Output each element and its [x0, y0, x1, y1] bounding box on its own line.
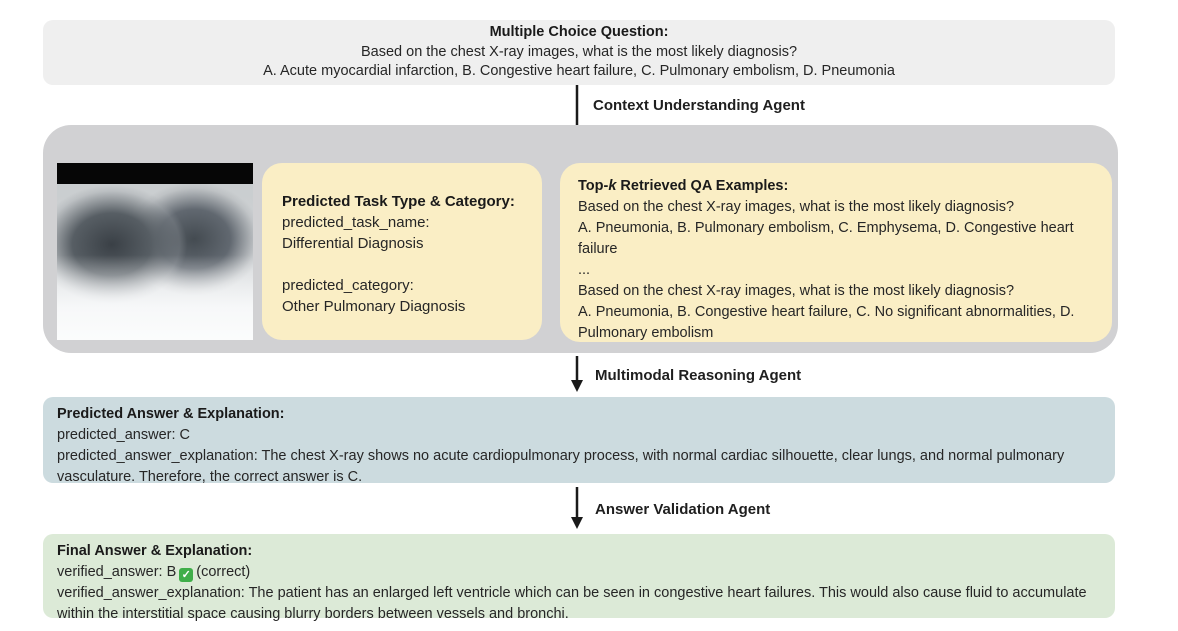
- verified-answer-line: verified_answer: B✓(correct): [57, 562, 1101, 583]
- retrieved-qa-box: Top-k Retrieved QA Examples: Based on th…: [560, 163, 1112, 342]
- arrowhead-validation-icon: [571, 517, 583, 529]
- question-box: Multiple Choice Question: Based on the c…: [43, 20, 1115, 85]
- task-box-spacer: [282, 254, 522, 275]
- qa-example-2-options: A. Pneumonia, B. Congestive heart failur…: [578, 304, 1075, 341]
- category-field: predicted_category: Other Pulmonary Diag…: [282, 275, 522, 317]
- chest-xray-image: [57, 163, 253, 340]
- verified-explanation: verified_answer_explanation: The patient…: [57, 585, 1087, 622]
- qa-example-1-options: A. Pneumonia, B. Pulmonary embolism, C. …: [578, 220, 1074, 257]
- verified-answer-prefix: verified_answer: B: [57, 564, 177, 580]
- xray-top-bar: [57, 163, 253, 184]
- task-name-label: predicted_task_name:: [282, 214, 430, 231]
- final-box-title: Final Answer & Explanation:: [57, 543, 253, 559]
- category-label: predicted_category:: [282, 277, 414, 294]
- qa-title-k: k: [608, 178, 617, 194]
- task-box-title: Predicted Task Type & Category:: [282, 193, 515, 210]
- task-name-value: Differential Diagnosis: [282, 235, 424, 252]
- context-understanding-agent-label: Context Understanding Agent: [593, 97, 805, 114]
- multimodal-reasoning-agent-label: Multimodal Reasoning Agent: [595, 367, 802, 384]
- predicted-answer-line: predicted_answer: C: [57, 427, 190, 443]
- check-icon: ✓: [179, 568, 194, 582]
- verified-answer-suffix: (correct): [196, 564, 251, 580]
- task-name-field: predicted_task_name: Differential Diagno…: [282, 212, 522, 254]
- arrowhead-reasoning-icon: [571, 380, 583, 392]
- qa-title-post: Retrieved QA Examples:: [616, 178, 789, 194]
- qa-example-2: Based on the chest X-ray images, what is…: [578, 281, 1094, 344]
- qa-example-1: Based on the chest X-ray images, what is…: [578, 197, 1094, 260]
- predicted-answer-box: Predicted Answer & Explanation: predicte…: [43, 397, 1115, 485]
- predicted-explanation: predicted_answer_explanation: The chest …: [57, 448, 1065, 485]
- predicted-box-title: Predicted Answer & Explanation:: [57, 406, 285, 422]
- answer-validation-agent-label: Answer Validation Agent: [595, 501, 771, 518]
- qa-ellipsis: ...: [578, 262, 591, 278]
- qa-example-1-question: Based on the chest X-ray images, what is…: [578, 199, 1015, 215]
- qa-example-2-question: Based on the chest X-ray images, what is…: [578, 283, 1015, 299]
- final-answer-box: Final Answer & Explanation: verified_ans…: [43, 534, 1115, 622]
- task-type-box: Predicted Task Type & Category: predicte…: [262, 163, 542, 340]
- qa-title-pre: Top-: [578, 178, 609, 194]
- category-value: Other Pulmonary Diagnosis: [282, 298, 466, 315]
- question-box-title: Multiple Choice Question:: [489, 24, 669, 41]
- question-options: A. Acute myocardial infarction, B. Conge…: [263, 63, 895, 80]
- question-text: Based on the chest X-ray images, what is…: [360, 43, 798, 60]
- qa-box-title: Top-k Retrieved QA Examples:: [578, 176, 1094, 197]
